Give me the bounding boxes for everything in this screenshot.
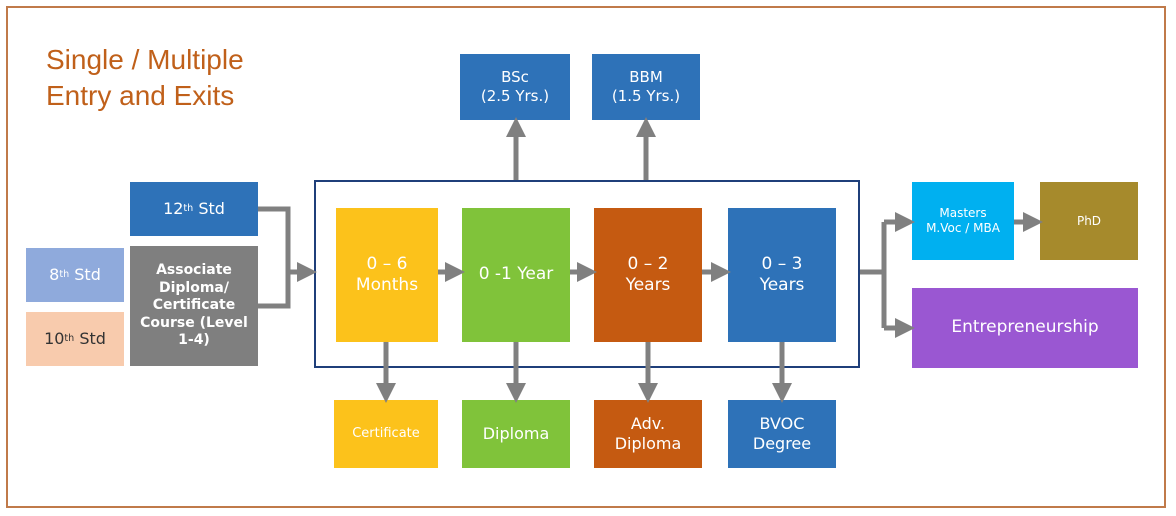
stage-0-1-year: 0 -1 Year [462, 208, 570, 342]
std8-number: 8 [49, 265, 60, 284]
std10-number: 10 [44, 329, 65, 348]
program-bbm: BBM (1.5 Yrs.) [592, 54, 700, 120]
title-line-2: Entry and Exits [46, 80, 235, 111]
adv-diploma-label: Adv. Diploma [614, 414, 682, 453]
stage-1-label: 0 – 6 Months [355, 253, 419, 295]
program-bsc: BSc (2.5 Yrs.) [460, 54, 570, 120]
std12-number: 12 [163, 199, 184, 218]
associate-label: Associate Diploma/ Certificate Course (L… [140, 262, 248, 349]
box-entrepreneurship: Entrepreneurship [912, 288, 1138, 368]
std10-rest: Std [74, 329, 106, 348]
exit-adv-diploma: Adv. Diploma [594, 400, 702, 468]
masters-label: Masters M.Voc / MBA [926, 206, 1000, 235]
std12-rest: Std [193, 199, 225, 218]
phd-label: PhD [1076, 213, 1102, 228]
box-phd: PhD [1040, 182, 1138, 260]
slide-frame [6, 6, 1166, 508]
stage-0-3-years: 0 – 3 Years [728, 208, 836, 342]
box-masters: Masters M.Voc / MBA [912, 182, 1014, 260]
bsc-name: BSc [501, 68, 529, 87]
title-line-1: Single / Multiple [46, 44, 244, 75]
stage-3-label: 0 – 2 Years [625, 253, 671, 295]
certificate-label: Certificate [352, 425, 420, 441]
exit-certificate: Certificate [334, 400, 438, 468]
stage-0-6-months: 0 – 6 Months [336, 208, 438, 342]
bbm-duration: (1.5 Yrs.) [611, 87, 681, 105]
stage-4-label: 0 – 3 Years [759, 253, 805, 295]
bbm-name: BBM [629, 68, 663, 87]
std8-rest: Std [69, 265, 101, 284]
stage-2-label: 0 -1 Year [478, 264, 554, 285]
bvoc-label: BVOC Degree [752, 414, 812, 453]
entrepreneurship-label: Entrepreneurship [951, 317, 1099, 338]
bsc-duration: (2.5 Yrs.) [480, 87, 550, 105]
box-associate-diploma: Associate Diploma/ Certificate Course (L… [130, 246, 258, 366]
exit-diploma: Diploma [462, 400, 570, 468]
exit-bvoc-degree: BVOC Degree [728, 400, 836, 468]
diploma-label: Diploma [482, 424, 550, 443]
stage-0-2-years: 0 – 2 Years [594, 208, 702, 342]
slide-title: Single / Multiple Entry and Exits [46, 42, 244, 114]
